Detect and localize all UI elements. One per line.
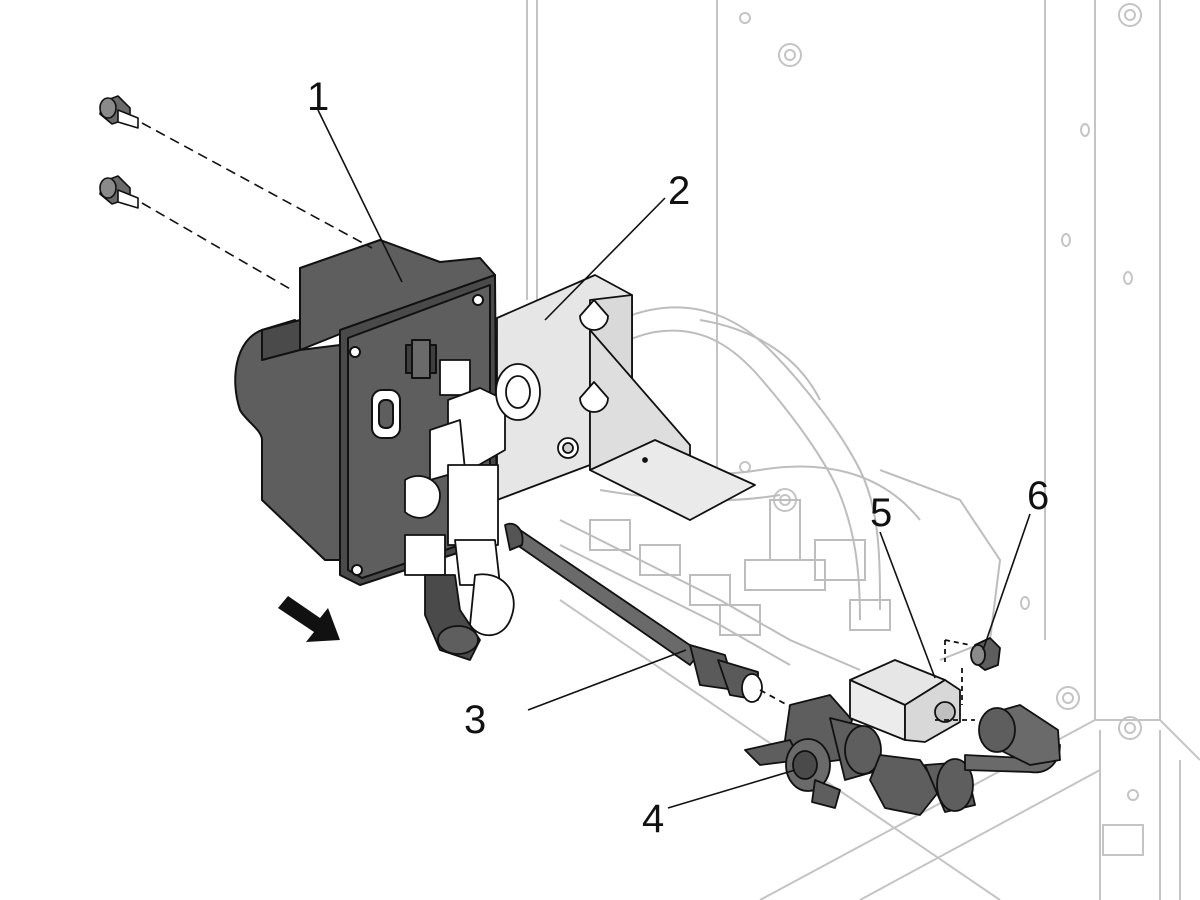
callout-4: 4 bbox=[642, 797, 664, 841]
leader-3 bbox=[527, 649, 687, 711]
cap-screws bbox=[99, 95, 373, 291]
arrow-icon bbox=[278, 596, 340, 642]
callout-6: 6 bbox=[1027, 474, 1049, 518]
mounting-bracket bbox=[496, 274, 756, 521]
leader-lines bbox=[317, 109, 1031, 809]
leader-4 bbox=[667, 769, 796, 809]
return-hose bbox=[964, 704, 1061, 774]
callout-labels: 1 2 3 4 5 6 bbox=[307, 75, 1049, 841]
leader-2 bbox=[544, 197, 666, 321]
callout-3: 3 bbox=[464, 698, 486, 742]
plug-6 bbox=[944, 637, 1001, 671]
cap-screw-upper bbox=[99, 95, 139, 129]
leader-6 bbox=[982, 513, 1031, 651]
cap-screw-lower bbox=[99, 175, 139, 209]
leader-1 bbox=[317, 109, 403, 283]
callout-1: 1 bbox=[307, 75, 329, 119]
tee-block bbox=[849, 659, 975, 743]
leader-5 bbox=[879, 531, 936, 679]
ball-valve-assembly bbox=[744, 694, 976, 816]
valve-cluster-left bbox=[404, 359, 541, 637]
callout-2: 2 bbox=[668, 169, 690, 213]
callout-5: 5 bbox=[870, 491, 892, 535]
outlet-elbow bbox=[424, 574, 481, 661]
cabinet-background bbox=[526, 0, 1200, 900]
hose-3 bbox=[504, 522, 801, 713]
